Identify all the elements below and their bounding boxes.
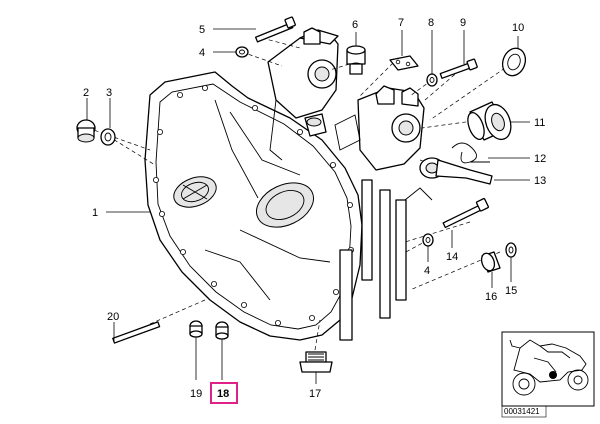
callout-14: 14 bbox=[446, 251, 458, 263]
location-marker-icon bbox=[549, 371, 557, 379]
selector-shafts[interactable] bbox=[339, 179, 433, 341]
callout-8: 8 bbox=[428, 17, 434, 29]
part-13-lever[interactable] bbox=[419, 157, 493, 185]
part-18-sleeve[interactable] bbox=[215, 321, 229, 340]
callout-17: 17 bbox=[309, 388, 321, 400]
part-10-seal[interactable] bbox=[499, 45, 529, 79]
part-4-washer-upper[interactable] bbox=[235, 46, 249, 58]
callout-2: 2 bbox=[83, 87, 89, 99]
callout-20: 20 bbox=[107, 311, 119, 323]
part-11-bearing[interactable] bbox=[465, 101, 516, 143]
part-5-bolt[interactable] bbox=[254, 16, 296, 43]
part-2-plug[interactable] bbox=[76, 119, 96, 143]
callout-6: 6 bbox=[352, 19, 358, 31]
callout-10: 10 bbox=[512, 22, 524, 34]
callout-4-upper: 4 bbox=[199, 47, 205, 59]
part-6-plug[interactable] bbox=[346, 45, 366, 75]
part-19-sleeve[interactable] bbox=[189, 320, 203, 338]
part-4-washer-lower[interactable] bbox=[422, 233, 434, 247]
callout-7: 7 bbox=[398, 17, 404, 29]
motorcycle-thumbnail: 00031421 bbox=[501, 331, 595, 418]
upper-bearing-bracket[interactable] bbox=[267, 27, 339, 161]
reference-number: 00031421 bbox=[504, 407, 540, 416]
callout-12: 12 bbox=[534, 153, 546, 165]
part-9-bolt[interactable] bbox=[439, 58, 478, 79]
leader-lines bbox=[86, 28, 530, 384]
callout-labels: 1 2 3 4 4 5 6 7 8 9 10 11 12 13 14 15 16… bbox=[83, 17, 546, 400]
callout-1: 1 bbox=[92, 207, 98, 219]
callout-9: 9 bbox=[460, 17, 466, 29]
callout-15: 15 bbox=[505, 285, 517, 297]
part-3-gasket[interactable] bbox=[100, 128, 116, 146]
callout-18-highlight[interactable]: 18 bbox=[210, 382, 238, 404]
callout-16: 16 bbox=[485, 291, 497, 303]
part-20-dowel-pin[interactable] bbox=[112, 321, 161, 344]
part-12-spring[interactable] bbox=[451, 142, 490, 164]
callout-3: 3 bbox=[106, 87, 112, 99]
right-bearing-bracket[interactable] bbox=[304, 85, 425, 171]
callout-4-lower: 4 bbox=[424, 265, 430, 277]
callout-11: 11 bbox=[534, 117, 545, 129]
part-7-clip[interactable] bbox=[389, 55, 419, 71]
part-16-bushing[interactable] bbox=[479, 251, 501, 273]
part-8-washer[interactable] bbox=[426, 73, 438, 87]
part-17-drain-plug[interactable] bbox=[299, 351, 333, 373]
callout-5: 5 bbox=[199, 24, 205, 36]
callout-13: 13 bbox=[534, 175, 546, 187]
gearbox-housing[interactable] bbox=[144, 71, 363, 341]
callout-18: 18 bbox=[217, 388, 229, 400]
part-14-bolt[interactable] bbox=[442, 198, 489, 229]
part-15-ring[interactable] bbox=[505, 242, 517, 258]
callout-19: 19 bbox=[190, 388, 202, 400]
